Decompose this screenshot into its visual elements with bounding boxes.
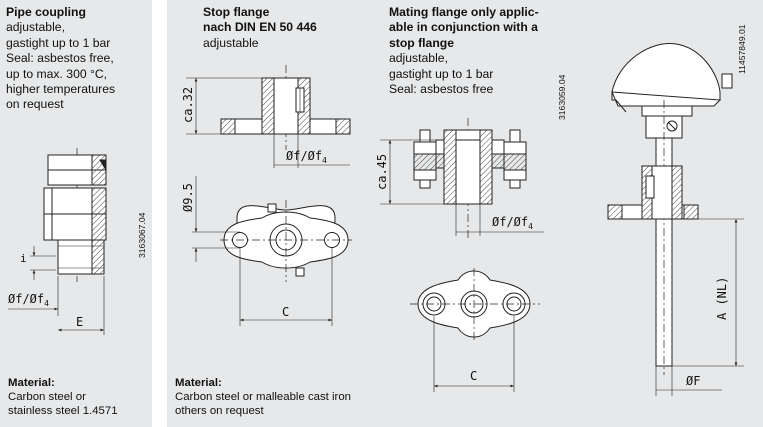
- pipe-coupling-line: Seal: asbestos free,: [6, 51, 114, 66]
- mating-flange-line: gastight up to 1 bar: [389, 66, 494, 81]
- pipe-coupling-line: on request: [6, 97, 64, 112]
- pipe-coupling-drawing: [8, 148, 107, 335]
- mating-flange-title: stop flange: [389, 35, 455, 50]
- stop-flange-pitch-label: C: [282, 305, 289, 319]
- assembly-length-label: A (NL): [715, 277, 729, 320]
- stop-flange-line: adjustable: [203, 35, 259, 50]
- pipe-coupling-material-line: Carbon steel or: [8, 390, 86, 403]
- pipe-coupling-line: gastight up to 1 bar: [6, 35, 111, 50]
- stop-flange-top-view: [192, 176, 352, 326]
- assembly-drawing: [607, 43, 744, 396]
- stop-flange-diameter-text: Øf/Øf: [286, 149, 322, 163]
- stop-flange-hole-label: Ø9.5: [181, 183, 195, 212]
- pipe-coupling-description: Pipe coupling adjustable, gastight up to…: [6, 5, 115, 113]
- stop-flange-description: Stop flange nach DIN EN 50 446 adjustabl…: [203, 5, 317, 51]
- mating-flange-height-label: ca.45: [375, 154, 389, 190]
- mating-flange-diameter-text: Øf/Øf: [492, 215, 528, 229]
- assembly-diameter-label: ØF: [686, 374, 700, 388]
- mating-flange-line: adjustable,: [389, 51, 448, 66]
- pipe-coupling-material-line: stainless steel 1.4571: [8, 404, 118, 417]
- stop-flange-material: Material: Carbon steel or malleable cast…: [175, 377, 351, 418]
- pipe-coupling-diameter-label: Øf/Øf4: [8, 292, 49, 308]
- stop-flange-diameter-label: Øf/Øf4: [286, 149, 327, 165]
- stop-flange-material-line: others on request: [175, 404, 264, 417]
- mating-flange-diameter-label: Øf/Øf4: [492, 215, 533, 231]
- stop-flange-side-view: [186, 65, 351, 168]
- stop-flange-height-label: ca.32: [181, 87, 195, 123]
- pipe-coupling-diameter-text: Øf/Øf: [8, 292, 44, 306]
- mating-flange-diameter-sub: 4: [528, 222, 533, 231]
- pipe-coupling-line: higher temperatures: [6, 82, 116, 97]
- pipe-coupling-material-label: Material:: [8, 377, 55, 389]
- mating-flange-title: able in conjunction with a: [389, 20, 538, 35]
- pipe-coupling-line: up to max. 300 °C,: [6, 66, 108, 81]
- pipe-coupling-length-label: E: [76, 315, 83, 329]
- mating-flange-title: Mating flange only applic-: [389, 5, 539, 19]
- stop-flange-material-label: Material:: [175, 377, 222, 389]
- stop-flange-diameter-sub: 4: [322, 156, 327, 165]
- mating-flange-side-view: [380, 118, 544, 240]
- pipe-coupling-material: Material: Carbon steel or stainless stee…: [8, 377, 118, 418]
- pipe-coupling-title: Pipe coupling: [6, 5, 86, 19]
- stop-flange-title: Stop flange: [203, 5, 270, 19]
- pipe-coupling-i-label: i: [20, 252, 27, 265]
- pipe-coupling-diameter-sub: 4: [44, 299, 49, 308]
- stop-flange-title: nach DIN EN 50 446: [203, 20, 317, 35]
- mating-flange-top-view: [410, 268, 540, 392]
- stop-flange-material-line: Carbon steel or malleable cast iron: [175, 390, 352, 403]
- mating-flange-line: Seal: asbestos free: [389, 82, 494, 97]
- mating-flange-pitch-label: C: [470, 369, 477, 383]
- pipe-coupling-line: adjustable,: [6, 20, 65, 35]
- mating-flange-description: Mating flange only applic- able in conju…: [389, 5, 539, 97]
